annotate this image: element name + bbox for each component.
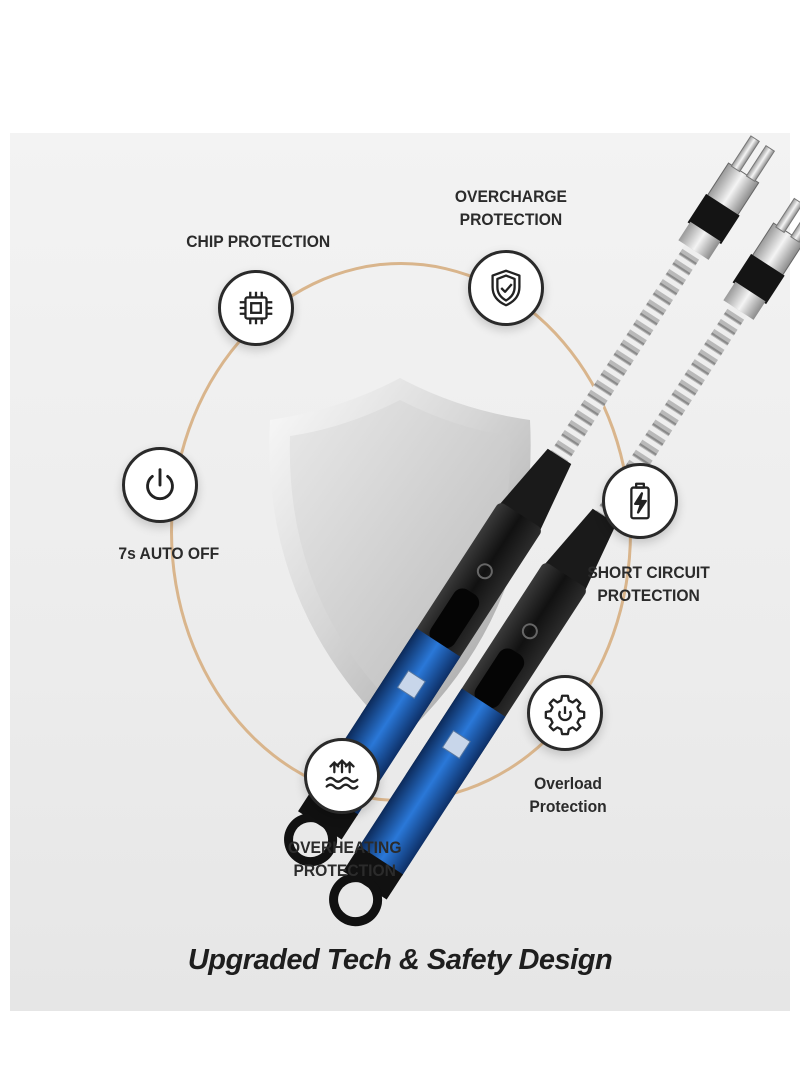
overload-label-line2: Protection: [529, 797, 607, 816]
battery-bolt-icon: [602, 463, 678, 539]
overheating-label-line1: OVERHEATING: [287, 838, 402, 857]
overcharge-label-line1: OVERCHARGE: [454, 187, 567, 206]
auto-off-label: 7s AUTO OFF: [118, 544, 220, 563]
short-circuit-label-line2: PROTECTION: [597, 586, 700, 605]
gear-icon: [527, 675, 603, 751]
overload-label-line1: Overload: [534, 774, 602, 793]
overheating-label-line2: PROTECTION: [293, 861, 396, 880]
shield-graphic: [269, 378, 531, 740]
shield-check-icon: [468, 250, 544, 326]
chip-label: CHIP PROTECTION: [186, 232, 331, 251]
short-circuit-label-line1: SHORT CIRCUIT: [587, 563, 710, 582]
chip-icon: [218, 270, 294, 346]
heat-waves-icon: [304, 738, 380, 814]
power-icon: [122, 447, 198, 523]
overcharge-label-line2: PROTECTION: [459, 210, 563, 229]
headline: Upgraded Tech & Safety Design: [187, 944, 613, 976]
